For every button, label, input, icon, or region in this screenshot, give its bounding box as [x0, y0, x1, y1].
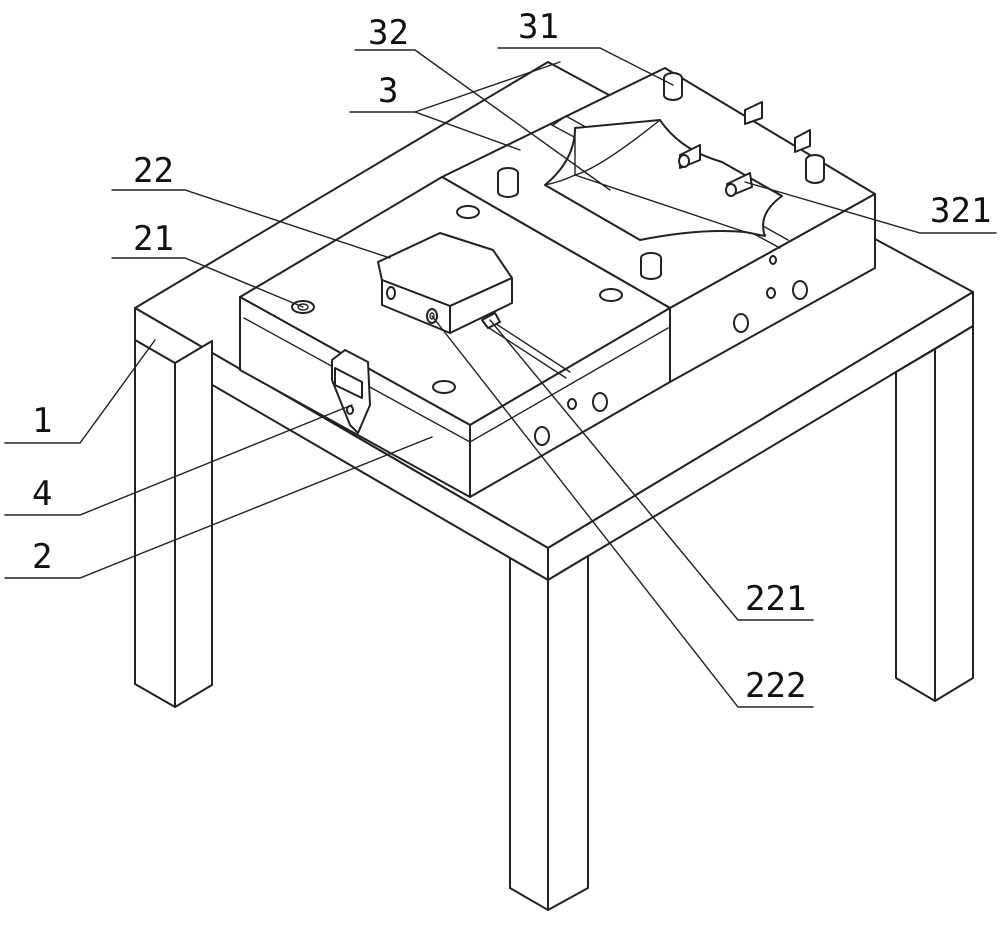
guide-pin [806, 155, 824, 183]
label-32: 32 [368, 13, 409, 53]
label-3: 3 [378, 71, 398, 111]
label-1: 1 [32, 401, 52, 441]
label-21: 21 [133, 219, 174, 259]
label-2: 2 [32, 537, 52, 577]
guide-pin [641, 253, 661, 279]
guide-pin [498, 168, 518, 197]
label-22: 22 [133, 151, 174, 191]
label-4: 4 [32, 474, 52, 514]
label-222: 222 [745, 666, 806, 706]
guide-pin [664, 73, 682, 100]
label-221: 221 [745, 579, 806, 619]
label-321: 321 [930, 191, 991, 231]
label-31: 31 [518, 7, 559, 47]
